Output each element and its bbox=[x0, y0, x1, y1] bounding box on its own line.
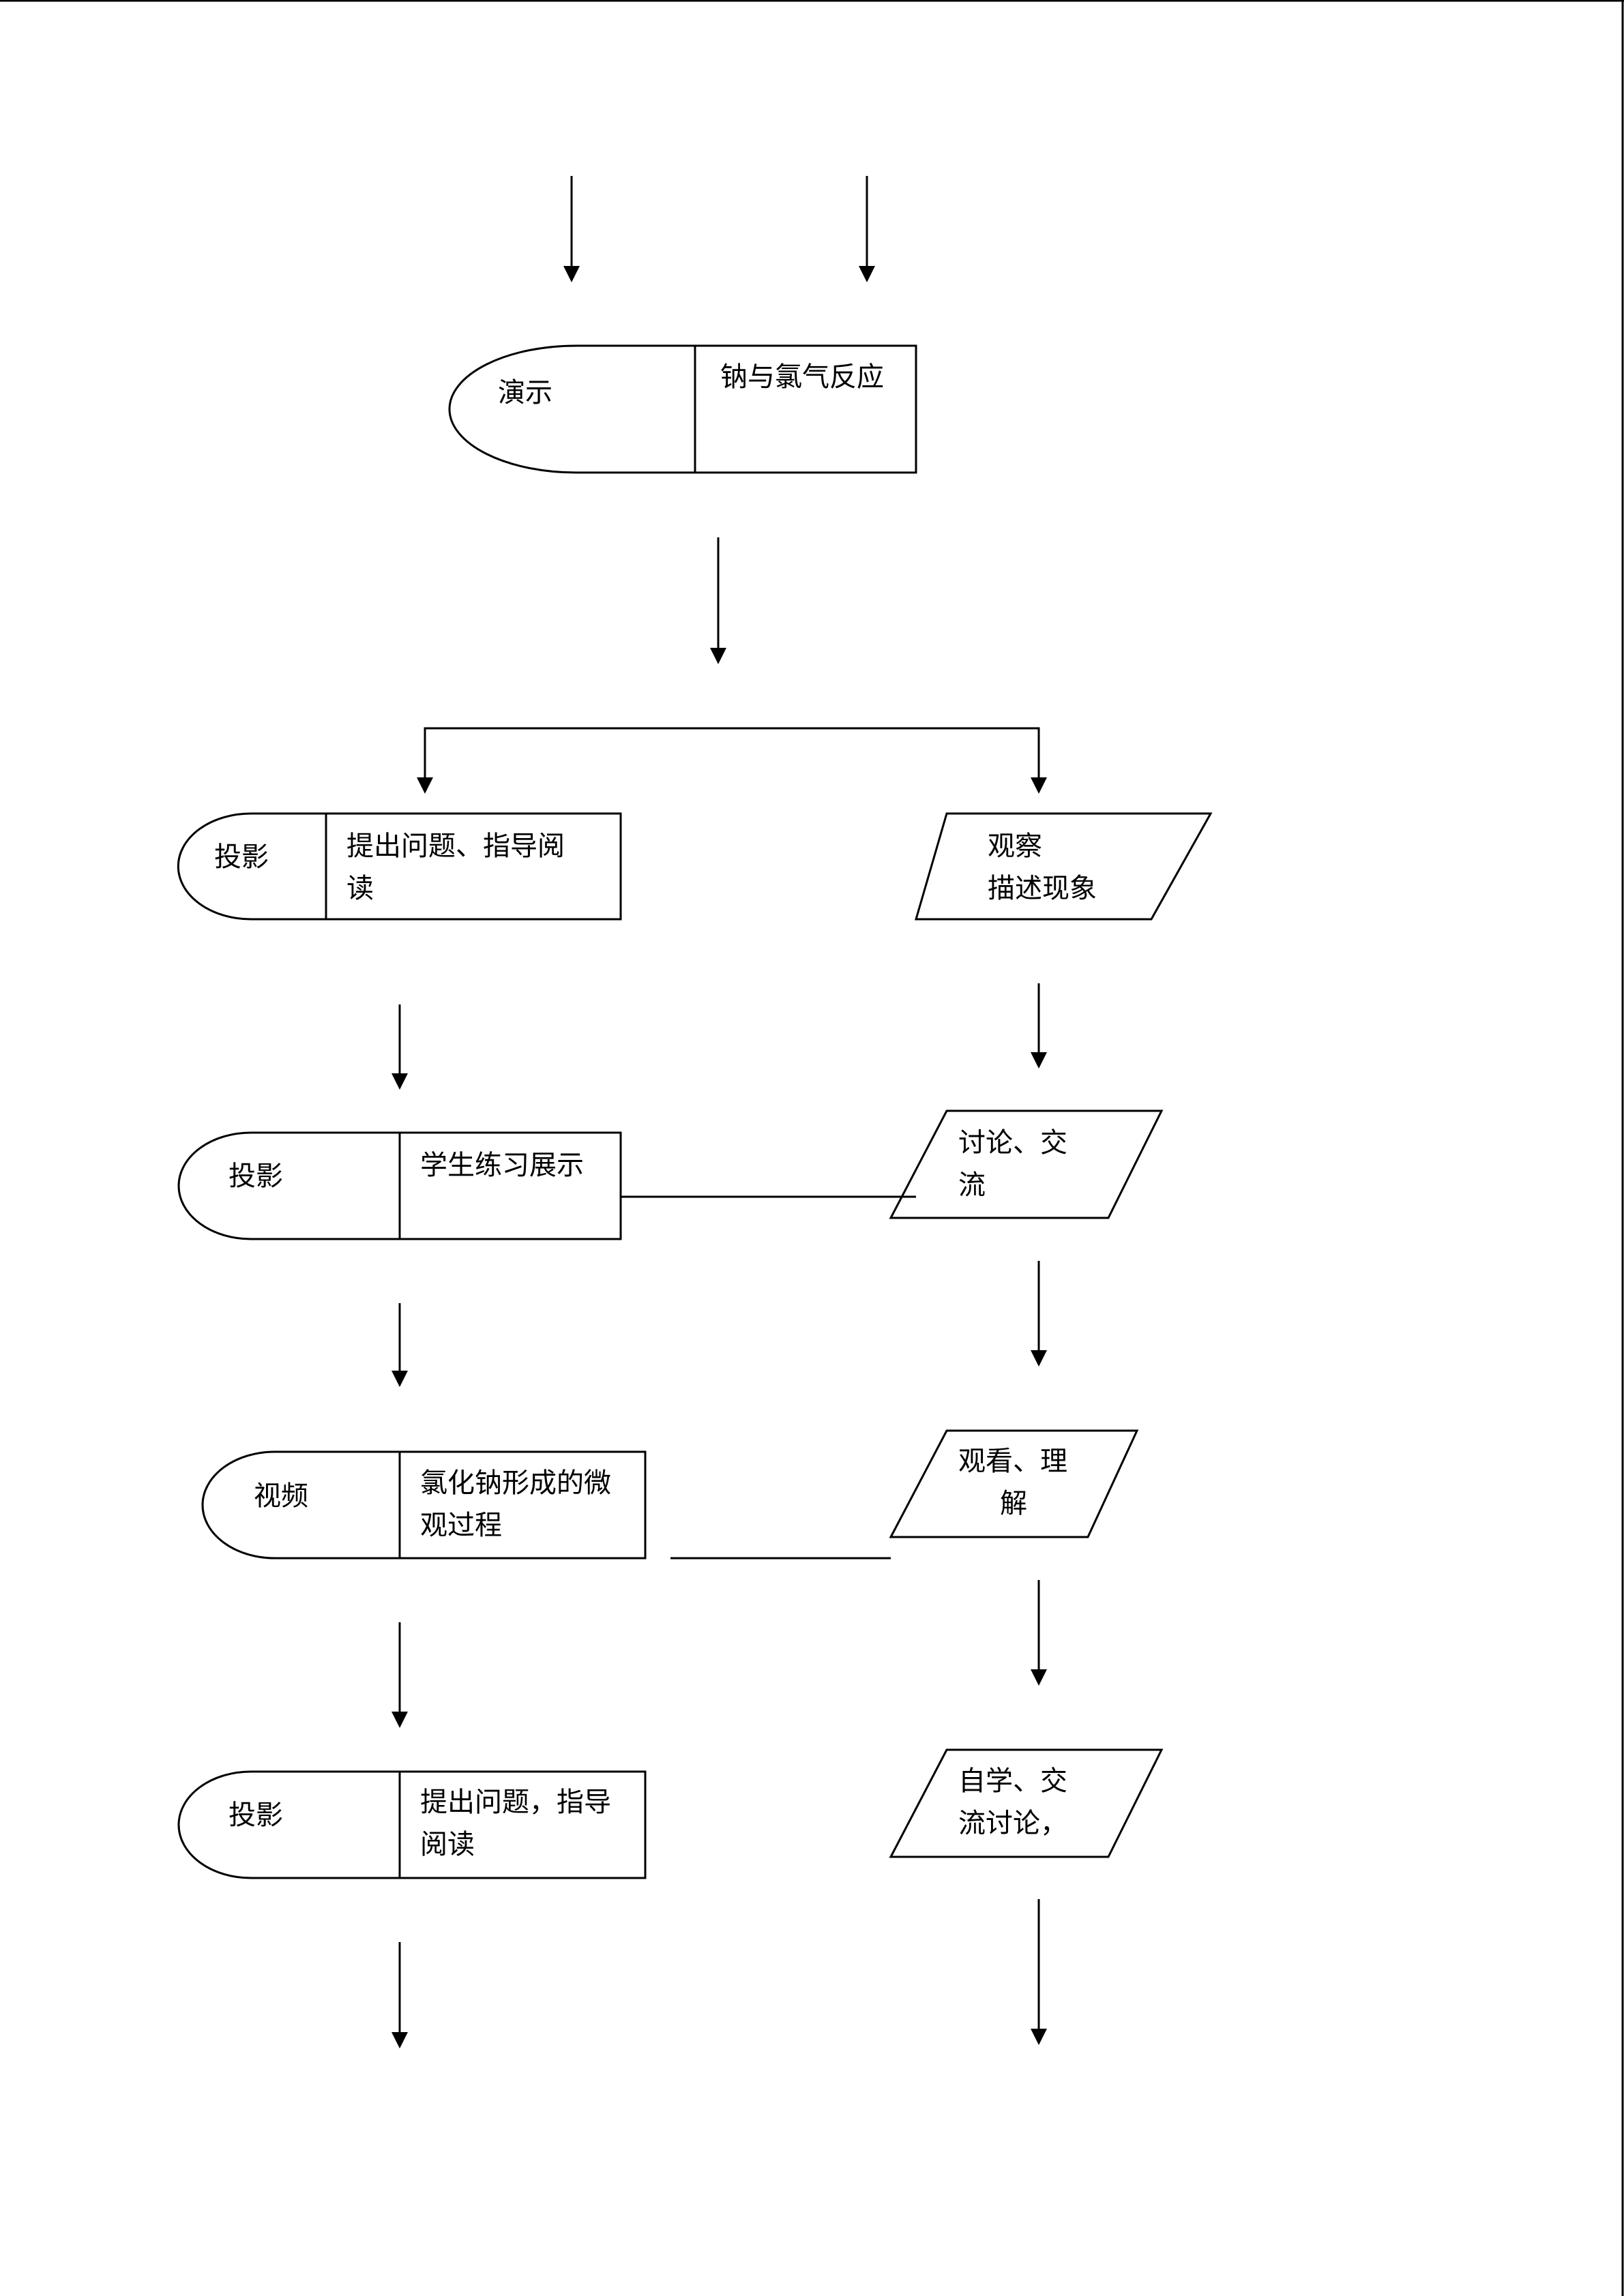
right-node-4-shape bbox=[889, 1748, 1164, 1858]
left-node-4-shape bbox=[177, 1770, 647, 1879]
left-node-4-text-line1: 提出问题，指导 bbox=[420, 1787, 611, 1818]
arrow-top-right bbox=[859, 176, 875, 282]
demo-node-shape bbox=[448, 344, 917, 474]
left-node-3-text-line2: 观过程 bbox=[420, 1510, 502, 1541]
left-node-4-text-line2: 阅读 bbox=[420, 1829, 475, 1860]
right-node-2-shape bbox=[889, 1109, 1164, 1219]
arrow-left-4 bbox=[392, 1942, 408, 2048]
left-node-2-text-line1: 学生练习展示 bbox=[420, 1150, 584, 1181]
right-node-1-text-line1: 观察 bbox=[988, 831, 1042, 862]
arrow-top-left bbox=[563, 176, 580, 282]
left-node-1-tag: 投影 bbox=[214, 841, 269, 873]
right-node-2-text-line1: 讨论、交 bbox=[958, 1127, 1067, 1159]
left-node-4-tag: 投影 bbox=[228, 1800, 283, 1831]
left-node-3-tag: 视频 bbox=[254, 1480, 308, 1512]
branch-connector bbox=[417, 727, 1047, 794]
left-node-3-shape bbox=[201, 1450, 647, 1560]
arrow-right-3 bbox=[1031, 1580, 1047, 1686]
demo-node-text: 钠与氯气反应 bbox=[720, 361, 884, 393]
arrow-right-2 bbox=[1031, 1261, 1047, 1367]
right-node-4-text-line1: 自学、交 bbox=[958, 1765, 1067, 1797]
arrow-right-1 bbox=[1031, 983, 1047, 1069]
right-node-3-text-line1: 观看、理 bbox=[958, 1446, 1067, 1477]
arrow-left-1 bbox=[392, 1004, 408, 1090]
arrow-left-3 bbox=[392, 1622, 408, 1728]
demo-node-tag: 演示 bbox=[498, 377, 552, 408]
right-node-1-text-line2: 描述现象 bbox=[988, 873, 1097, 904]
right-node-4-text-line2: 流讨论， bbox=[958, 1808, 1067, 1839]
left-node-1-text-line1: 提出问题、指导阅 bbox=[346, 831, 565, 862]
left-node-3-text-line1: 氯化钠形成的微 bbox=[420, 1467, 611, 1499]
left-node-1-text-line2: 读 bbox=[346, 873, 374, 904]
left-node-1-shape bbox=[177, 812, 622, 921]
left-node-2-tag: 投影 bbox=[228, 1161, 283, 1192]
arrow-demo-down bbox=[710, 537, 726, 664]
right-node-2-text-line2: 流 bbox=[958, 1169, 986, 1201]
arrow-right-4 bbox=[1031, 1899, 1047, 2045]
arrow-left-2 bbox=[392, 1303, 408, 1387]
right-node-3-shape bbox=[889, 1429, 1139, 1538]
right-node-3-text-line2: 解 bbox=[1000, 1488, 1027, 1519]
right-node-1-shape bbox=[915, 812, 1213, 921]
